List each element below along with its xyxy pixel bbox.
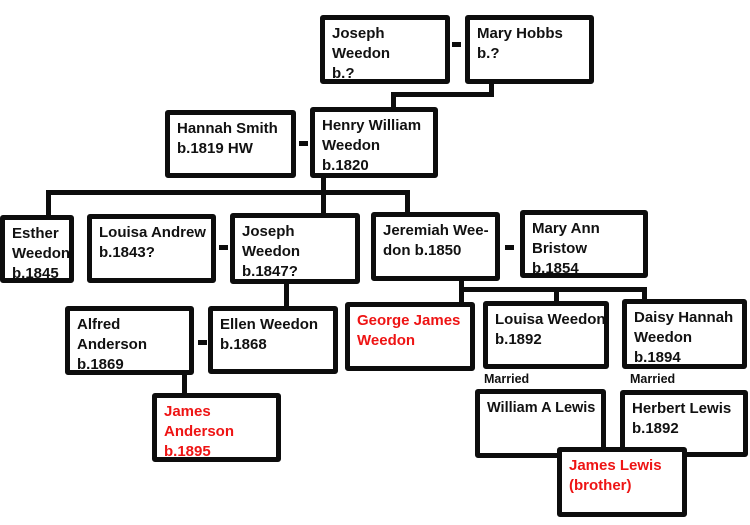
connector-henry-drop <box>321 178 326 215</box>
node-william-a-lewis: William A Lewis <box>475 389 606 458</box>
marriage-dash-hannah-henry <box>299 141 308 146</box>
connector-to-daisy <box>642 287 647 300</box>
node-ellen-weedon: Ellen Weedon b.1868 <box>208 306 338 374</box>
node-daisy-hannah-weedon: Daisy Hannah Weedon b.1894 <box>622 299 747 369</box>
node-hannah-smith: Hannah Smith b.1819 HW <box>165 110 296 178</box>
marriage-dash-louisa-joseph <box>219 245 228 250</box>
connector-to-esther <box>46 190 51 216</box>
connector-gen4-horizontal <box>459 287 647 292</box>
node-james-anderson: James Anderson b.1895 <box>152 393 281 462</box>
marriage-dash-joseph-mary <box>452 42 461 47</box>
connector-to-jeremiah <box>405 190 410 213</box>
connector-jeremiah-drop <box>459 281 464 303</box>
connector-gen1-to-henry <box>391 92 396 109</box>
node-louisa-weedon: Louisa Weedon b.1892 <box>483 301 609 369</box>
connector-to-louisa-weedon <box>554 287 559 302</box>
node-joseph-weedon-jr: Joseph Weedon b.1847? <box>230 213 360 284</box>
married-label-daisy: Married <box>630 372 676 386</box>
connector-gen3-horizontal <box>46 190 410 195</box>
marriage-dash-jeremiah-maryann <box>505 245 514 250</box>
connector-joseph-to-ellen <box>284 283 289 307</box>
node-alfred-anderson: Alfred Anderson b.1869 <box>65 306 194 375</box>
node-george-james-weedon: George James Weedon <box>345 302 475 371</box>
connector-gen1-horizontal <box>391 92 494 97</box>
node-esther-weedon: Esther Weedon b.1845 <box>0 215 74 283</box>
node-mary-hobbs: Mary Hobbs b.? <box>465 15 594 84</box>
marriage-dash-alfred-ellen <box>198 340 207 345</box>
married-label-louisa: Married <box>484 372 530 386</box>
node-henry-william-weedon: Henry William Weedon b.1820 <box>310 107 438 178</box>
node-james-lewis: James Lewis (brother) <box>557 447 687 517</box>
connector-to-james-anderson <box>182 375 187 394</box>
node-mary-ann-bristow: Mary Ann Bristow b.1854 <box>520 210 648 278</box>
node-joseph-weedon-sr: Joseph Weedon b.? <box>320 15 450 84</box>
node-louisa-andrew: Louisa Andrew b.1843? <box>87 214 216 283</box>
node-jeremiah-weedon: Jeremiah Wee- don b.1850 <box>371 212 500 281</box>
connector-gen1-drop <box>489 83 494 97</box>
